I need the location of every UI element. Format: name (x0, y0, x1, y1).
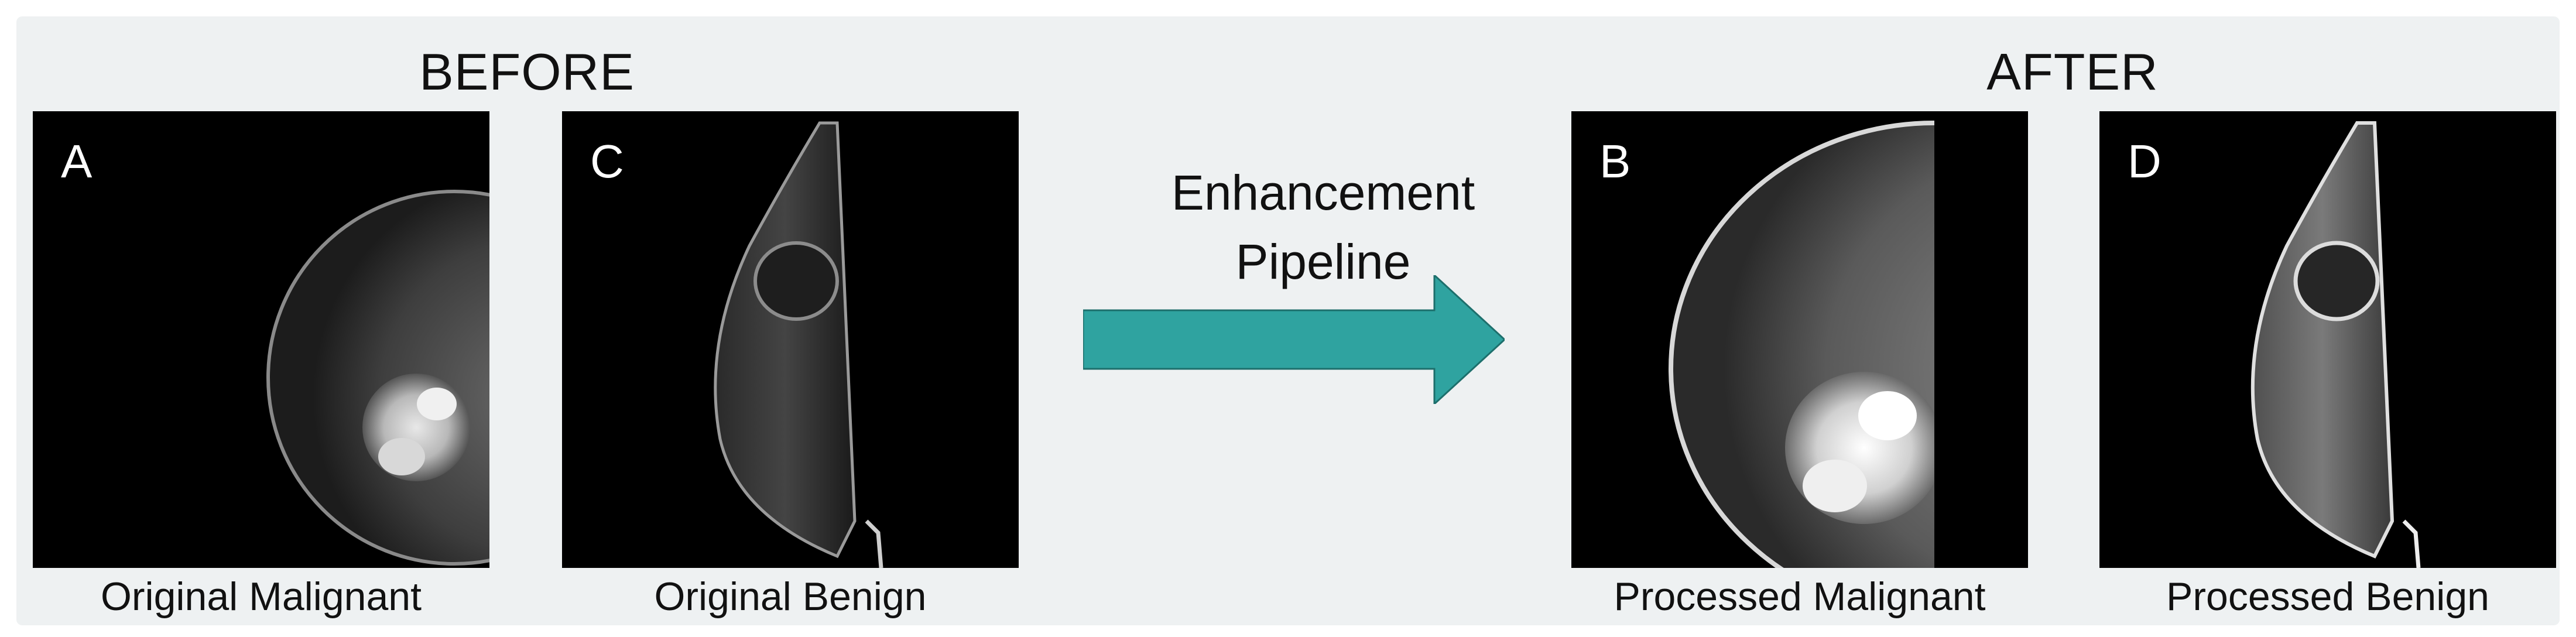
pipeline-label: Enhancement Pipeline (1054, 158, 1592, 296)
panel-letter-a: A (61, 135, 93, 187)
original-malignant-image (33, 111, 489, 568)
after-heading: AFTER (1986, 43, 2159, 101)
panel-letter-b: B (1599, 135, 1631, 187)
panel-processed-benign: D (2099, 111, 2556, 568)
panel-letter-c: C (590, 135, 624, 187)
caption-processed-malignant: Processed Malignant (1614, 574, 1986, 619)
right-arrow-icon (1083, 275, 1505, 404)
caption-processed-benign: Processed Benign (2166, 574, 2489, 619)
panel-processed-malignant: B (1571, 111, 2028, 568)
processed-benign-image (2099, 111, 2556, 568)
panel-original-malignant: A (33, 111, 489, 568)
before-heading: BEFORE (419, 43, 635, 101)
caption-original-malignant: Original Malignant (100, 574, 422, 619)
pipeline-label-line2: Pipeline (1235, 234, 1411, 289)
processed-malignant-image (1571, 111, 2028, 568)
panel-original-benign: C (562, 111, 1019, 568)
panel-letter-d: D (2128, 135, 2161, 187)
caption-original-benign: Original Benign (654, 574, 927, 619)
original-benign-image (562, 111, 1019, 568)
pipeline-label-line1: Enhancement (1171, 165, 1475, 220)
